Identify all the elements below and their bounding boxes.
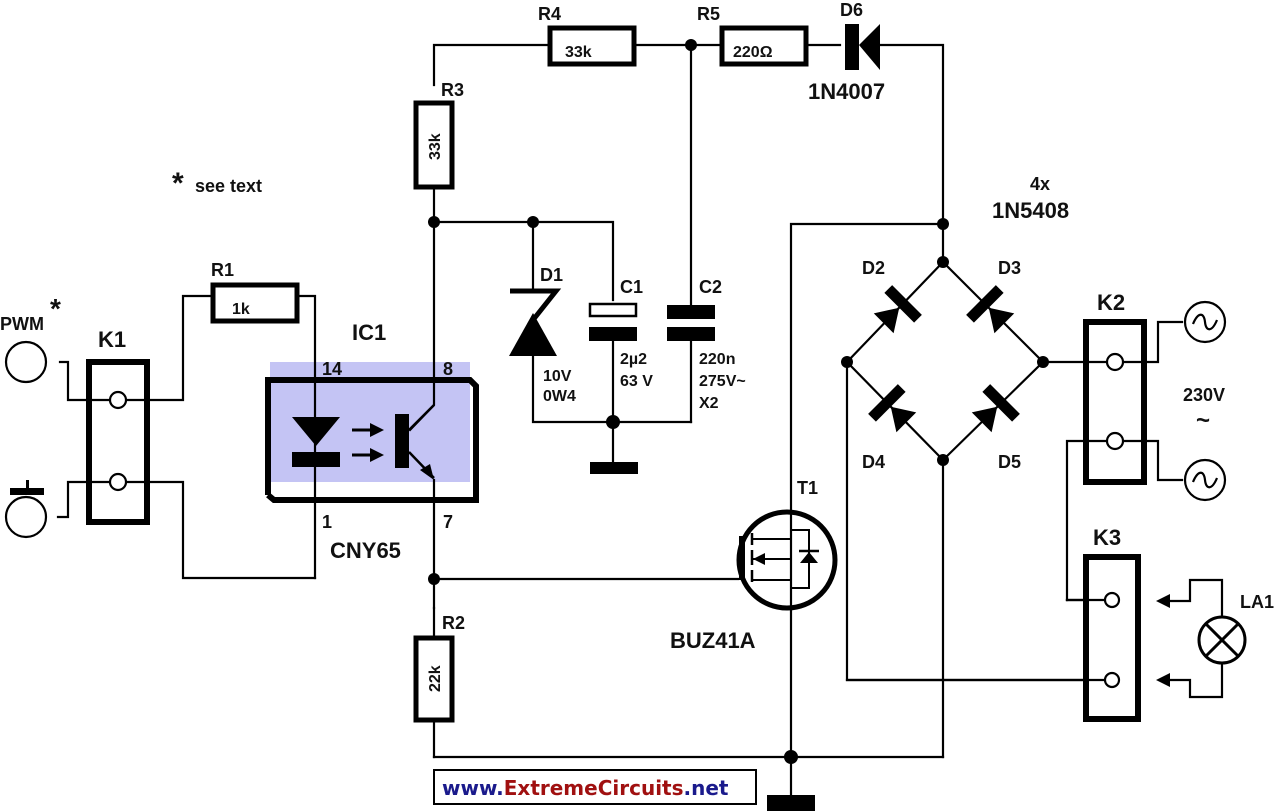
k2-connector	[1083, 319, 1147, 485]
c2-ref: C2	[699, 277, 722, 297]
watermark-prefix: www.	[442, 776, 504, 800]
watermark: www.ExtremeCircuits.net	[433, 769, 757, 805]
wires	[56, 43, 1224, 797]
c2-class: X2	[699, 395, 719, 412]
r3-resistor	[413, 100, 455, 190]
pwm-asterisk: *	[50, 293, 61, 324]
bridge-count: 4x	[1030, 174, 1050, 194]
r5-resistor	[719, 25, 809, 67]
d6-ref: D6	[840, 0, 863, 20]
k3-pin	[1103, 671, 1121, 689]
d1-ref: D1	[540, 265, 563, 285]
r1-ref: R1	[211, 260, 234, 280]
r5-ref: R5	[697, 4, 720, 24]
r5-value: 220Ω	[733, 44, 773, 61]
diode-d5-icon	[971, 384, 1020, 433]
ic1-ref: IC1	[352, 320, 386, 345]
r3-value: 33k	[427, 133, 444, 160]
d4-ref: D4	[862, 452, 885, 472]
watermark-suffix: .net	[684, 776, 729, 800]
note-asterisk: *	[172, 167, 184, 200]
k3-connector	[1083, 554, 1141, 722]
ic1-pin-7: 7	[443, 512, 453, 532]
d3-ref: D3	[998, 258, 1021, 278]
ic1-pin-1: 1	[322, 512, 332, 532]
ground-icon	[590, 462, 638, 474]
c1-voltage: 63 V	[620, 373, 653, 390]
led-icon	[292, 417, 340, 467]
ic1-part: CNY65	[330, 538, 401, 563]
note-text: see text	[195, 176, 262, 196]
d2-ref: D2	[862, 258, 885, 278]
d1-voltage: 10V	[543, 368, 572, 385]
ac-source-icon	[1183, 458, 1227, 502]
c2-voltage: 275V~	[699, 373, 746, 390]
phototransistor-icon	[395, 404, 435, 480]
capacitor-c2-icon	[667, 305, 715, 341]
minus-icon	[10, 480, 44, 495]
k1-connector	[86, 359, 150, 525]
ground-terminal	[4, 495, 48, 539]
k2-label: K2	[1097, 290, 1125, 315]
mains-ac-symbol: ~	[1196, 407, 1210, 434]
r4-value: 33k	[565, 44, 592, 61]
ground-icon	[767, 795, 815, 811]
bridge-part: 1N5408	[992, 198, 1069, 223]
t1-ref: T1	[797, 478, 818, 498]
ac-source-icon	[1183, 300, 1227, 344]
watermark-brand: ExtremeCircuits	[504, 776, 684, 800]
k1-pin	[108, 390, 128, 410]
c1-ref: C1	[620, 277, 643, 297]
r4-ref: R4	[538, 4, 561, 24]
k3-label: K3	[1093, 525, 1121, 550]
r2-ref: R2	[442, 613, 465, 633]
k2-pin	[1105, 352, 1125, 372]
d6-part: 1N4007	[808, 79, 885, 104]
pwm-terminal	[4, 340, 48, 384]
c1-value: 2µ2	[620, 351, 647, 368]
mains-voltage: 230V	[1183, 385, 1225, 405]
lamp-icon	[1197, 615, 1247, 665]
plug-arrow-icon	[1156, 594, 1170, 687]
diode-d3-icon	[966, 285, 1015, 334]
ic1-pin-8: 8	[443, 359, 453, 379]
junctions	[428, 39, 1049, 764]
k1-label: K1	[98, 327, 126, 352]
r1-value: 1k	[232, 301, 250, 318]
t1-part: BUZ41A	[670, 628, 756, 653]
pwm-label: PWM	[0, 314, 44, 334]
zener-d1-icon	[509, 288, 562, 356]
light-arrows-icon	[352, 423, 384, 462]
k2-pin	[1105, 431, 1125, 451]
diode-d6-icon	[845, 24, 880, 70]
lamp-ref: LA1	[1240, 592, 1274, 612]
ic1-pin-14: 14	[322, 359, 342, 379]
c2-value: 220n	[699, 351, 735, 368]
k3-pin	[1103, 591, 1121, 609]
mosfet-icon	[736, 509, 838, 611]
diode-d4-icon	[868, 384, 917, 433]
r4-resistor	[547, 25, 637, 67]
d5-ref: D5	[998, 452, 1021, 472]
svg-text:www.ExtremeCircuits.net: www.ExtremeCircuits.net	[442, 776, 729, 800]
capacitor-c1-icon	[588, 302, 638, 341]
diode-d2-icon	[873, 285, 922, 334]
d1-power: 0W4	[543, 388, 576, 405]
ic1-package	[265, 377, 479, 503]
r1-resistor	[210, 282, 300, 324]
k1-pin	[108, 472, 128, 492]
r2-value: 22k	[427, 665, 444, 692]
r3-ref: R3	[441, 80, 464, 100]
